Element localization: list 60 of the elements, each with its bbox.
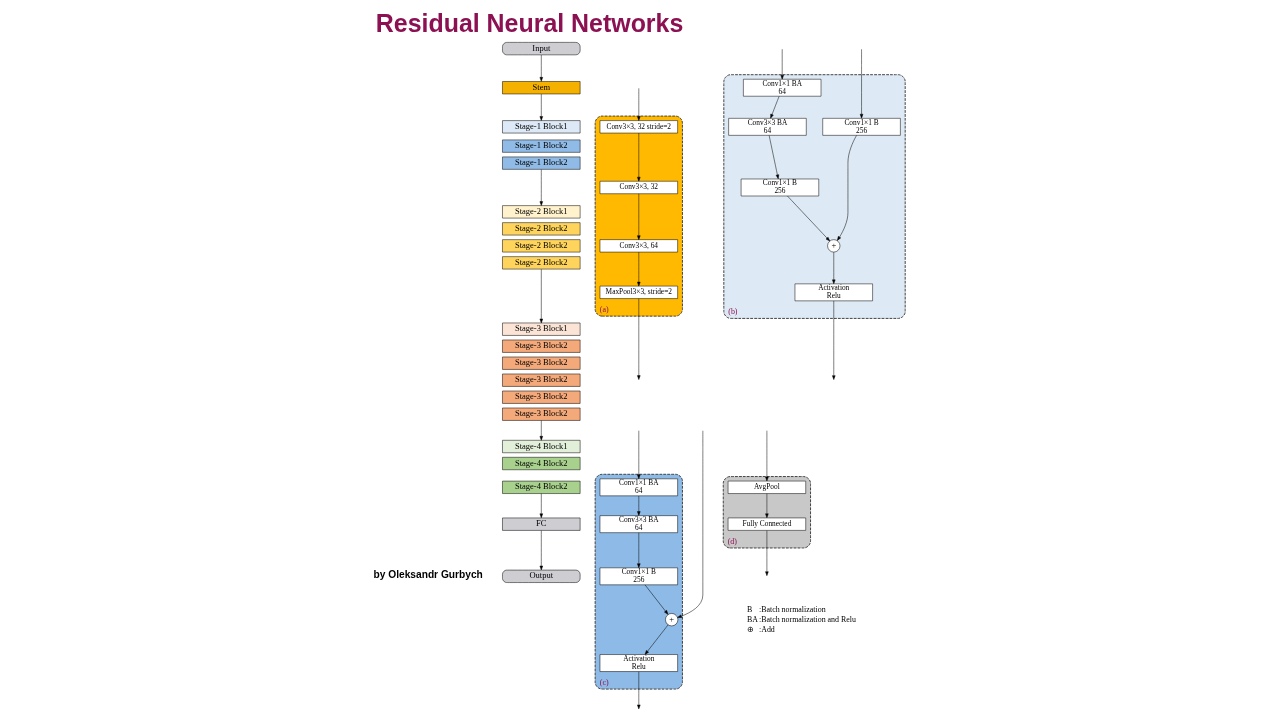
arrow xyxy=(636,88,640,121)
arrow xyxy=(786,195,830,242)
arrow xyxy=(831,251,835,285)
label: ⊕ xyxy=(746,624,754,634)
arrow xyxy=(636,532,640,568)
node-box: Stage-3 Block2 xyxy=(501,407,580,421)
node-box: FC xyxy=(501,517,580,531)
arrow xyxy=(859,49,863,119)
arrow xyxy=(676,430,703,618)
arrow xyxy=(644,584,668,615)
node-box: Stage-2 Block2 xyxy=(501,222,580,236)
arrow xyxy=(764,430,769,482)
node-box: Stage-4 Block1 xyxy=(501,440,580,453)
arrow xyxy=(539,530,543,571)
node-box: Stage-1 Block2 xyxy=(501,139,580,153)
node-box: Stage-4 Block2 xyxy=(501,457,580,470)
arrow xyxy=(539,169,543,206)
node-circle: + xyxy=(826,239,840,253)
label: :Add xyxy=(758,624,775,634)
arrow xyxy=(831,300,835,380)
node-box: Stage-3 Block2 xyxy=(501,356,580,370)
arrow xyxy=(636,495,640,516)
node-box: Stage-2 Block2 xyxy=(501,256,580,270)
label: :Batch normalization and Relu xyxy=(758,615,856,625)
node-box: Stage-4 Block2 xyxy=(501,480,580,494)
label: :Batch normalization xyxy=(758,605,826,615)
arrow xyxy=(636,671,640,710)
node-box: Stage-3 Block1 xyxy=(501,322,580,336)
arrow xyxy=(780,48,784,80)
arrow xyxy=(636,251,640,287)
arrow xyxy=(539,420,543,441)
label: by Oleksandr Gurbych xyxy=(373,569,483,581)
node-box: Stage-1 Block2 xyxy=(501,156,580,170)
arrow xyxy=(644,624,668,655)
node-box: Stage-3 Block2 xyxy=(501,339,580,353)
arrow xyxy=(764,493,769,518)
node-box: Stage-3 Block2 xyxy=(501,390,580,404)
arrow xyxy=(636,298,640,380)
arrow xyxy=(539,93,543,121)
node-box: Output xyxy=(501,569,580,583)
node-box: Stage-2 Block2 xyxy=(501,239,580,253)
arrow xyxy=(764,530,769,576)
node-box: Input xyxy=(501,42,580,56)
label: B xyxy=(746,605,752,615)
arrow xyxy=(636,132,640,182)
node-box: Stage-1 Block1 xyxy=(501,120,580,134)
arrow xyxy=(768,135,779,180)
arrow xyxy=(636,193,640,240)
node-box: Stem xyxy=(501,81,580,95)
node-circle: + xyxy=(664,613,678,627)
arrow xyxy=(539,493,543,518)
label: BA xyxy=(746,615,758,625)
node-box: Stage-3 Block2 xyxy=(501,373,580,387)
arrow xyxy=(769,96,779,119)
arrow xyxy=(636,430,640,479)
arrow xyxy=(836,135,857,241)
diagram-title: Residual Neural Networks xyxy=(375,9,683,38)
arrow xyxy=(539,54,543,82)
node-box: Stage-2 Block1 xyxy=(501,205,580,219)
arrow xyxy=(539,268,543,324)
